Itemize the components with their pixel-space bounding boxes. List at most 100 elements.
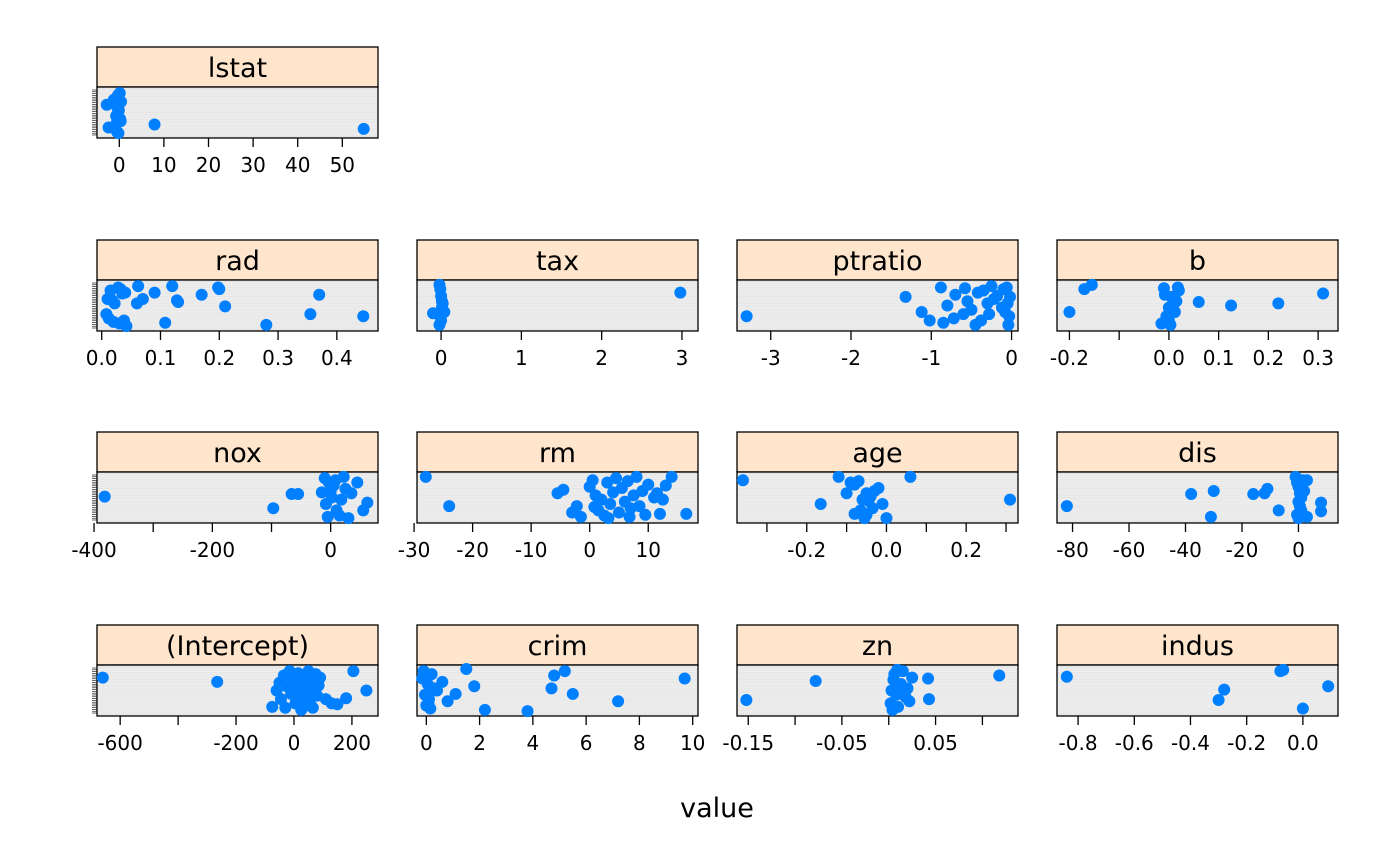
data-point	[574, 510, 587, 523]
x-tick-label: -0.8	[1059, 731, 1098, 755]
x-tick-label: -600	[97, 731, 142, 755]
data-point	[886, 703, 899, 716]
panel-title: zn	[862, 631, 893, 662]
data-point	[659, 479, 672, 492]
data-point	[983, 308, 996, 321]
panel-title: rm	[539, 438, 576, 469]
panel-strip	[416, 624, 699, 666]
data-point	[357, 310, 370, 323]
data-point	[1272, 504, 1285, 517]
data-point	[1212, 693, 1225, 706]
data-point	[904, 470, 917, 483]
x-tick-label: -2	[841, 346, 861, 370]
data-point	[132, 280, 145, 293]
data-point	[195, 288, 208, 301]
x-tick-label: 40	[285, 153, 310, 177]
data-point	[1060, 670, 1073, 683]
data-point	[959, 282, 972, 295]
panel-strip	[96, 46, 379, 88]
data-point	[433, 318, 446, 331]
data-point	[1000, 281, 1013, 294]
x-tick-label: 0.3	[1302, 346, 1334, 370]
data-point	[612, 506, 625, 519]
data-point	[112, 127, 125, 140]
data-point	[674, 286, 687, 299]
x-tick-label: -0.6	[1115, 731, 1154, 755]
data-point	[1315, 505, 1328, 518]
x-tick-label: 0	[288, 731, 301, 755]
panel-title: (Intercept)	[166, 631, 309, 662]
panel-strip	[96, 431, 379, 473]
data-point	[1003, 310, 1016, 323]
data-point	[642, 478, 655, 491]
data-point	[653, 507, 666, 520]
data-point	[1272, 297, 1285, 310]
data-point	[1247, 488, 1260, 501]
data-point	[170, 294, 183, 307]
x-tick-label: -80	[1056, 538, 1089, 562]
panel-strip	[416, 431, 699, 473]
data-point	[588, 500, 601, 513]
data-point	[610, 472, 623, 485]
data-point	[923, 314, 936, 327]
data-point	[1158, 288, 1171, 301]
data-point	[321, 510, 334, 523]
data-point	[975, 314, 988, 327]
panel-border	[1056, 471, 1339, 524]
data-point	[891, 663, 904, 676]
x-tick-label: -0.2	[787, 538, 826, 562]
data-point	[213, 283, 226, 296]
x-tick-label: 20	[196, 153, 221, 177]
data-point	[840, 487, 853, 500]
data-point	[315, 486, 328, 499]
x-tick-label: 0.0	[871, 538, 903, 562]
x-tick-label: 0	[1005, 346, 1018, 370]
data-point	[130, 297, 143, 310]
x-tick-label: 0.1	[1203, 346, 1235, 370]
data-point	[899, 690, 912, 703]
x-tick-label: 0	[420, 731, 433, 755]
data-point	[98, 490, 111, 503]
x-tick-label: 10	[636, 538, 661, 562]
x-tick-label: 8	[633, 731, 646, 755]
data-point	[460, 663, 473, 675]
data-point	[357, 122, 370, 135]
data-point	[304, 308, 317, 321]
panel-border	[736, 664, 1019, 717]
data-point	[422, 697, 435, 710]
panel-border	[416, 279, 699, 332]
x-tick-label: -200	[190, 538, 235, 562]
data-point	[449, 687, 462, 700]
data-point	[434, 283, 447, 296]
data-point	[665, 470, 678, 483]
data-point	[985, 280, 998, 293]
data-point	[115, 95, 128, 108]
x-tick-label: 2	[595, 346, 608, 370]
data-point	[96, 671, 109, 684]
data-point	[1004, 493, 1017, 506]
x-tick-label: -20	[1226, 538, 1259, 562]
data-point	[947, 312, 960, 325]
data-point	[1225, 299, 1238, 312]
x-tick-label: 10	[151, 153, 176, 177]
x-tick-label: 0	[1292, 538, 1305, 562]
data-point	[260, 318, 273, 331]
data-point	[1002, 318, 1015, 331]
x-tick-label: 3	[676, 346, 689, 370]
data-point	[1164, 318, 1177, 331]
data-point	[1168, 305, 1181, 318]
panel-border	[96, 664, 379, 717]
data-point	[435, 301, 448, 314]
data-point	[322, 476, 335, 489]
panel-border	[416, 664, 699, 717]
data-point	[604, 497, 617, 510]
data-point	[443, 500, 456, 513]
data-point	[937, 316, 950, 329]
panel-title: rad	[215, 246, 260, 277]
panel-strip	[1056, 431, 1339, 473]
data-point	[1322, 680, 1335, 693]
x-tick-label: -60	[1113, 538, 1146, 562]
data-point	[740, 310, 753, 323]
